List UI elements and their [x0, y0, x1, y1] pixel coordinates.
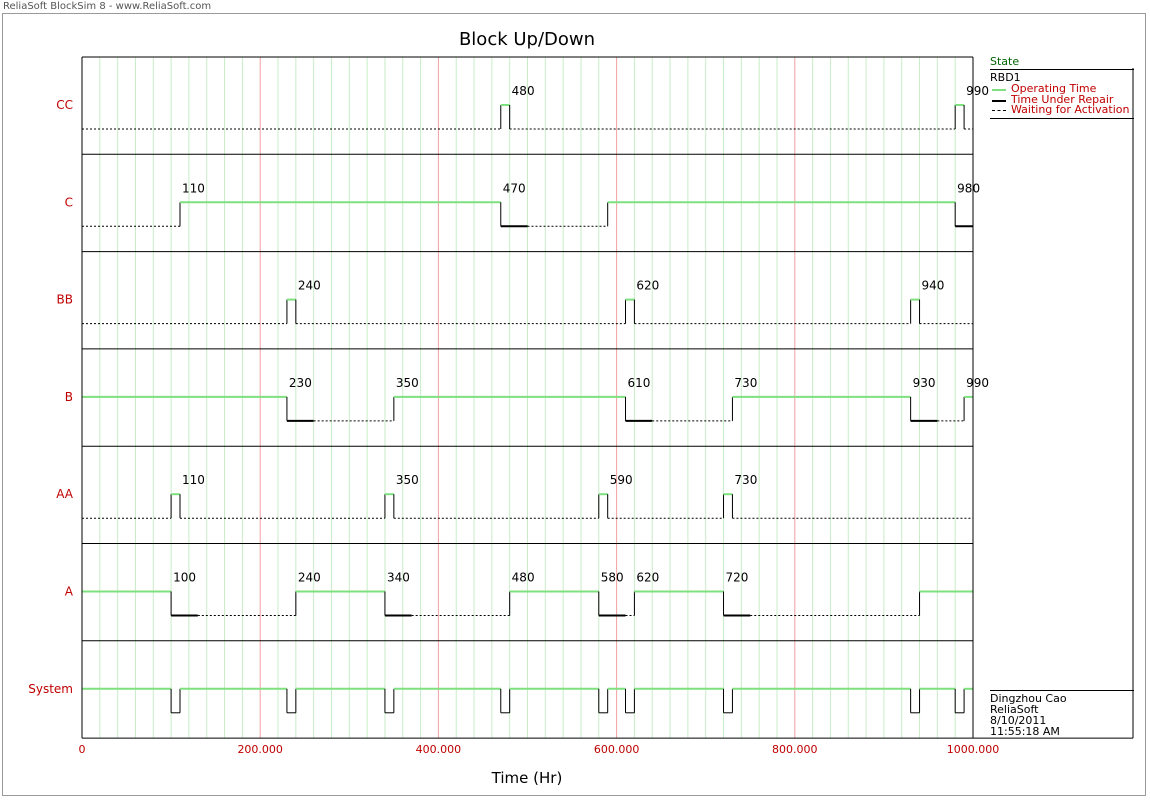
row-bb: BB 240 620 940: [57, 279, 973, 325]
event-time-label: 990: [966, 376, 989, 390]
row-system: System: [28, 682, 973, 714]
operating-swatch: [992, 89, 1006, 91]
event-time-label: 240: [298, 279, 321, 293]
legend-header: State: [990, 55, 1020, 68]
event-time-label: 930: [913, 376, 936, 390]
event-time-label: 590: [610, 473, 633, 487]
chart-title: Block Up/Down: [459, 29, 595, 50]
row-label: AA: [56, 487, 74, 501]
x-tick-label: 800.000: [772, 743, 818, 756]
event-time-label: 610: [628, 376, 651, 390]
event-time-label: 620: [636, 279, 659, 293]
legend-entry-repair: Time Under Repair: [990, 92, 1134, 106]
row-label: System: [28, 682, 73, 696]
row-aa: AA 110 350 590 730: [56, 473, 973, 519]
window-title: ReliaSoft BlockSim 8 - www.ReliaSoft.com: [3, 1, 212, 12]
legend-diagram-name: RBD1: [990, 71, 1021, 84]
event-time-label: 720: [726, 571, 749, 585]
report-info: Dingzhou Cao ReliaSoft 8/10/2011 11:55:1…: [990, 690, 1134, 737]
event-time-label: 730: [734, 376, 757, 390]
row-b: B 230 350 610 730 930 990: [65, 376, 989, 422]
row-label: CC: [56, 98, 73, 112]
event-time-label: 470: [503, 181, 526, 195]
waiting-swatch: [992, 110, 1006, 111]
legend-entry-waiting: Waiting for Activation: [990, 103, 1134, 116]
event-time-label: 100: [173, 571, 196, 585]
legend-entry-operating: Operating Time: [990, 82, 1134, 95]
info-date: 8/10/2011: [990, 714, 1047, 727]
row-cc: CC 480 990: [56, 84, 989, 130]
x-tick-label: 200.000: [237, 743, 283, 756]
event-time-label: 940: [922, 279, 945, 293]
row-label: B: [65, 390, 73, 404]
legend-bottom-divider: [990, 117, 1134, 119]
info-company: ReliaSoft: [990, 703, 1039, 716]
legend: State RBD1 Operating Time Time Under Rep…: [990, 56, 1134, 121]
event-time-label: 980: [957, 181, 980, 195]
event-time-label: 350: [396, 473, 419, 487]
event-time-label: 240: [298, 571, 321, 585]
row-c: C 110 470 980: [65, 181, 980, 228]
x-tick-label: 0: [79, 743, 86, 756]
event-time-label: 480: [512, 571, 535, 585]
event-time-label: 990: [966, 84, 989, 98]
x-tick-label: 1000.000: [947, 743, 1000, 756]
event-time-label: 480: [512, 84, 535, 98]
repair-swatch: [992, 99, 1006, 102]
row-label: A: [65, 585, 74, 599]
legend-label-waiting: Waiting for Activation: [1011, 103, 1130, 116]
legend-label-repair: Time Under Repair: [1011, 92, 1114, 106]
row-label: BB: [57, 293, 73, 307]
event-time-label: 620: [636, 571, 659, 585]
info-time: 11:55:18 AM: [990, 725, 1060, 738]
event-time-label: 110: [182, 473, 205, 487]
event-time-label: 110: [182, 181, 205, 195]
legend-divider: [990, 69, 1134, 70]
info-divider: [990, 690, 1134, 691]
legend-label-operating: Operating Time: [1011, 82, 1097, 95]
x-axis-label: Time (Hr): [491, 769, 563, 787]
event-time-label: 350: [396, 376, 419, 390]
chart-frame: [2, 13, 1146, 796]
x-tick-label: 400.000: [416, 743, 462, 756]
event-time-label: 730: [734, 473, 757, 487]
info-user: Dingzhou Cao: [990, 692, 1067, 705]
event-time-label: 230: [289, 376, 312, 390]
event-time-label: 340: [387, 571, 410, 585]
row-a: A 100 240 340 480 580 620 720: [65, 571, 973, 617]
x-tick-label: 600.000: [594, 743, 640, 756]
row-label: C: [65, 195, 73, 209]
event-time-label: 580: [601, 571, 624, 585]
